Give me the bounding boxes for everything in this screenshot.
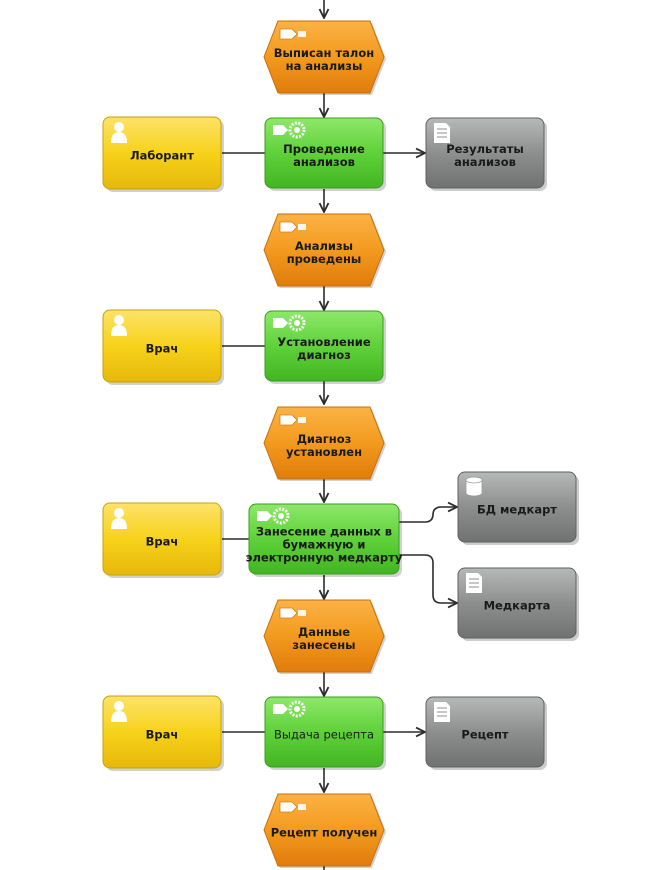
- event-shape: [263, 213, 385, 287]
- person-icon: [111, 315, 127, 336]
- output-label: Результаты: [446, 142, 524, 156]
- event-label: Выписан талон: [274, 46, 374, 60]
- output-shape: [457, 471, 577, 543]
- person-icon: [111, 508, 127, 529]
- function-label: Выдача рецепта: [274, 728, 374, 742]
- role-node[interactable]: Врач: [102, 502, 224, 578]
- role-shape: [102, 695, 222, 769]
- event-label: Данные: [298, 625, 350, 639]
- event-label: Рецепт получен: [271, 826, 378, 840]
- database-icon: [465, 476, 483, 497]
- event-label: проведены: [287, 252, 362, 266]
- document-icon: [466, 573, 482, 593]
- event-shape: [263, 599, 385, 673]
- role-label: Врач: [146, 535, 179, 549]
- output-label: Медкарта: [484, 599, 551, 613]
- event-arrow-icon: [279, 28, 306, 40]
- event-shape: [263, 406, 385, 480]
- role-shape: [102, 309, 222, 383]
- function-gear-icon: [273, 700, 306, 718]
- person-icon: [111, 701, 127, 722]
- person-icon: [111, 122, 127, 143]
- event-label: Анализы: [295, 239, 353, 253]
- function-gear-icon: [273, 121, 306, 139]
- output-label: БД медкарт: [477, 503, 557, 517]
- function-label: Занесение данных в: [256, 525, 392, 539]
- role-label: Лаборант: [130, 149, 194, 163]
- output-label: анализов: [454, 155, 516, 169]
- event-label: на анализы: [286, 59, 363, 73]
- connectors: [222, 0, 457, 870]
- event-shape: [263, 793, 385, 867]
- function-node[interactable]: Выдача рецепта: [264, 696, 386, 770]
- event-shape: [263, 20, 385, 94]
- document-icon: [434, 123, 450, 143]
- role-node[interactable]: Врач: [102, 309, 224, 385]
- output-shape: [457, 567, 577, 639]
- function-label: Проведение: [283, 142, 365, 156]
- event-arrow-icon: [279, 607, 306, 619]
- database-node[interactable]: БД медкарт: [457, 471, 579, 545]
- document-node[interactable]: Рецепт: [425, 696, 547, 770]
- event-label: занесены: [292, 638, 355, 652]
- output-arrow: [399, 554, 457, 603]
- role-node[interactable]: Лаборант: [102, 116, 224, 192]
- function-label: диагноз: [297, 348, 351, 362]
- function-label: Установление: [277, 335, 370, 349]
- function-label: анализов: [293, 155, 355, 169]
- event-arrow-icon: [279, 414, 306, 426]
- role-label: Врач: [146, 342, 179, 356]
- role-shape: [102, 116, 222, 190]
- event-arrow-icon: [279, 801, 306, 813]
- function-gear-icon: [257, 507, 290, 525]
- document-icon: [434, 702, 450, 722]
- function-label: бумажную и: [283, 538, 366, 552]
- function-label: электронную медкарту: [246, 551, 403, 565]
- function-shape: [248, 503, 400, 575]
- role-label: Врач: [146, 728, 179, 742]
- role-shape: [102, 502, 222, 576]
- event-label: установлен: [286, 445, 362, 459]
- output-shape: [425, 696, 545, 768]
- output-shape: [425, 117, 545, 189]
- event-arrow-icon: [279, 221, 306, 233]
- function-gear-icon: [273, 314, 306, 332]
- event-label: Диагноз: [297, 432, 352, 446]
- output-label: Рецепт: [461, 728, 508, 742]
- output-arrow: [399, 507, 457, 523]
- document-node[interactable]: Медкарта: [457, 567, 579, 641]
- role-node[interactable]: Врач: [102, 695, 224, 771]
- event-node[interactable]: Рецепт получен: [263, 793, 386, 868]
